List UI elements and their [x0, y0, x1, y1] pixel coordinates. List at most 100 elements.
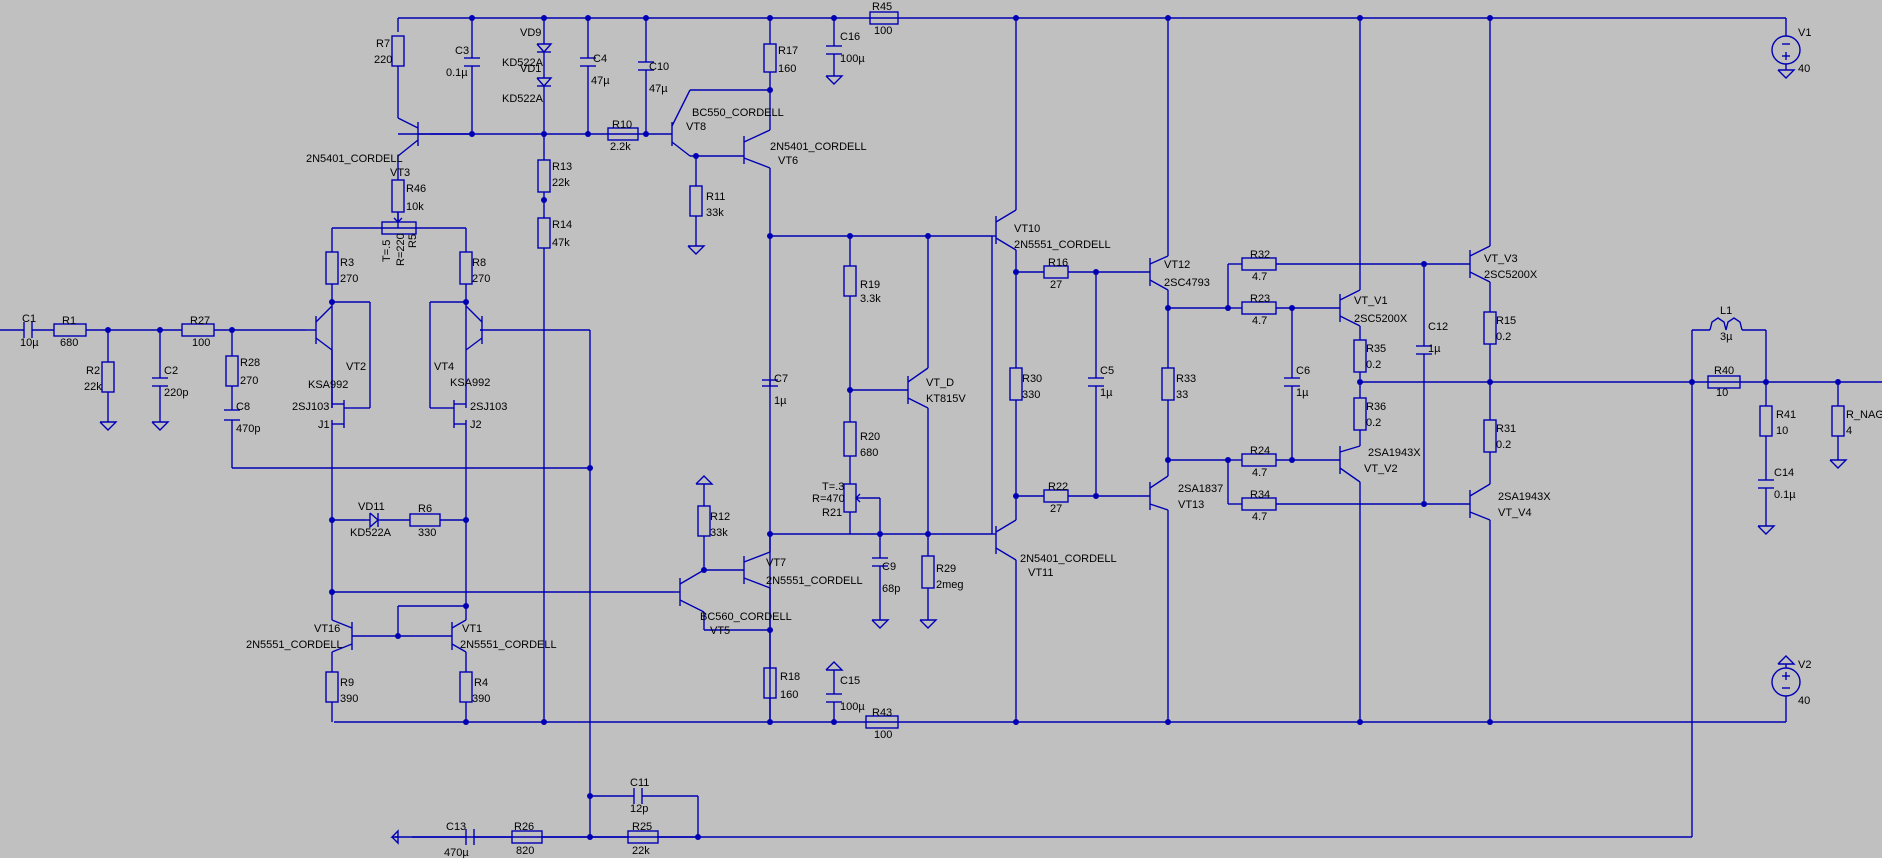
- label-r15: R15: [1496, 315, 1516, 327]
- label-vt12: VT12: [1164, 259, 1190, 271]
- label-vt6-type: 2N5401_CORDELL: [770, 141, 867, 153]
- label-r3: R3: [340, 257, 354, 269]
- label-r21: R21: [822, 507, 842, 519]
- label-vt7: VT7: [766, 557, 786, 569]
- label-vt5: VT5: [710, 625, 730, 637]
- component-labels: R7 220 C3 0.1µ VD9 KD522A VD1 KD522A C4 …: [20, 1, 1882, 858]
- resistor-r28: [225, 355, 239, 387]
- value-r19: 3.3k: [860, 293, 881, 305]
- label-r13: R13: [552, 161, 572, 173]
- resistor-r3: [325, 251, 339, 285]
- label-c12: C12: [1428, 321, 1448, 333]
- resistor-r32: [1241, 257, 1277, 271]
- ground-symbols: [99, 69, 1848, 845]
- resistor-r7: [391, 35, 405, 67]
- label-l1: L1: [1720, 305, 1732, 317]
- capacitors: [23, 45, 1774, 845]
- value-vd1: KD522A: [502, 93, 544, 105]
- value-r13: 22k: [552, 177, 570, 189]
- value-vt-v1: 2SC5200X: [1354, 313, 1408, 325]
- label-r6: R6: [418, 503, 432, 515]
- value-r-nagr: 4: [1846, 425, 1852, 437]
- value-r35: 0.2: [1366, 359, 1381, 371]
- label-vt8-type: BC550_CORDELL: [692, 107, 784, 119]
- value-r6: 330: [418, 527, 436, 539]
- resistor-r22: [1043, 489, 1069, 503]
- label-c1: C1: [22, 313, 36, 325]
- label-r19: R19: [860, 279, 880, 291]
- label-vt10: VT10: [1014, 223, 1040, 235]
- label-vt-v1: VT_V1: [1354, 295, 1388, 307]
- resistor-r43: [865, 715, 899, 729]
- label-c2: C2: [164, 365, 178, 377]
- resistor-r2: [101, 361, 115, 393]
- label-vd11: VD11: [358, 501, 385, 513]
- label-r34: R34: [1250, 489, 1270, 501]
- resistor-r11: [689, 185, 703, 217]
- resistor-r16: [1043, 265, 1069, 279]
- resistor-r5: [381, 221, 417, 235]
- value-r31: 0.2: [1496, 439, 1511, 451]
- value-r34: 4.7: [1252, 511, 1267, 523]
- label-j2: J2: [470, 419, 482, 431]
- resistor-r24: [1241, 453, 1277, 467]
- resistor-r45: [869, 11, 899, 25]
- value-r22: 27: [1050, 503, 1062, 515]
- label-r46: R46: [406, 183, 426, 195]
- label-r11: R11: [706, 191, 725, 203]
- label-r31: R31: [1496, 423, 1516, 435]
- label-c3: C3: [455, 45, 469, 57]
- label-r36: R36: [1366, 401, 1386, 413]
- value-c14: 0.1µ: [1774, 489, 1796, 501]
- value-vt2: KSA992: [308, 379, 348, 391]
- label-r17: R17: [778, 45, 798, 57]
- label-r18: R18: [780, 671, 800, 683]
- label-r32: R32: [1250, 249, 1270, 261]
- label-r10: R10: [612, 119, 632, 131]
- value-c1: 10µ: [20, 337, 39, 349]
- label-vt-d: VT_D: [926, 377, 954, 389]
- value-j1: 2SJ103: [292, 401, 329, 413]
- label-vt2: VT2: [346, 361, 366, 373]
- value-vt-v4: 2SA1943X: [1498, 491, 1551, 503]
- value-r20: 680: [860, 447, 878, 459]
- label-c16: C16: [840, 31, 860, 43]
- label-r30: R30: [1022, 373, 1042, 385]
- label-r4: R4: [474, 677, 488, 689]
- label-vt3: VT3: [390, 167, 410, 179]
- label-r29: R29: [936, 563, 956, 575]
- label-vt4: VT4: [434, 361, 454, 373]
- value-r12: 33k: [710, 527, 728, 539]
- resistor-r19: [843, 265, 857, 297]
- label-j1: J1: [318, 419, 330, 431]
- label-r23: R23: [1250, 293, 1270, 305]
- label-r7: R7: [376, 38, 390, 50]
- voltage-sources: [1771, 35, 1801, 697]
- value-c7: 1µ: [774, 395, 787, 407]
- label-r28: R28: [240, 357, 260, 369]
- resistor-r29: [921, 555, 935, 589]
- value-c4: 47µ: [591, 75, 610, 87]
- resistor-r40: [1707, 375, 1741, 389]
- value-vt11: 2N5401_CORDELL: [1020, 553, 1117, 565]
- label-r20: R20: [860, 431, 880, 443]
- label-c11: C11: [630, 777, 649, 789]
- label-r24: R24: [1250, 445, 1270, 457]
- value-r25: 22k: [632, 845, 650, 857]
- value-r15: 0.2: [1496, 331, 1511, 343]
- value-r40: 10: [1716, 387, 1728, 399]
- value-r43: 100: [874, 729, 892, 741]
- label-v2: V2: [1798, 659, 1811, 671]
- resistor-r21: [843, 483, 857, 513]
- resistor-r34: [1241, 497, 1277, 511]
- value-v1: 40: [1798, 63, 1810, 75]
- label-r-nagr: R_NAGR: [1846, 409, 1882, 421]
- resistor-r41: [1759, 405, 1773, 437]
- resistor-r17: [763, 43, 777, 73]
- label-vt3-type: 2N5401_CORDELL: [306, 153, 403, 165]
- value-r18: 160: [780, 689, 798, 701]
- junction-dots: [105, 15, 1841, 840]
- value-r30: 330: [1022, 389, 1040, 401]
- value-vd11: KD522A: [350, 527, 392, 539]
- label-r1: R1: [62, 315, 76, 327]
